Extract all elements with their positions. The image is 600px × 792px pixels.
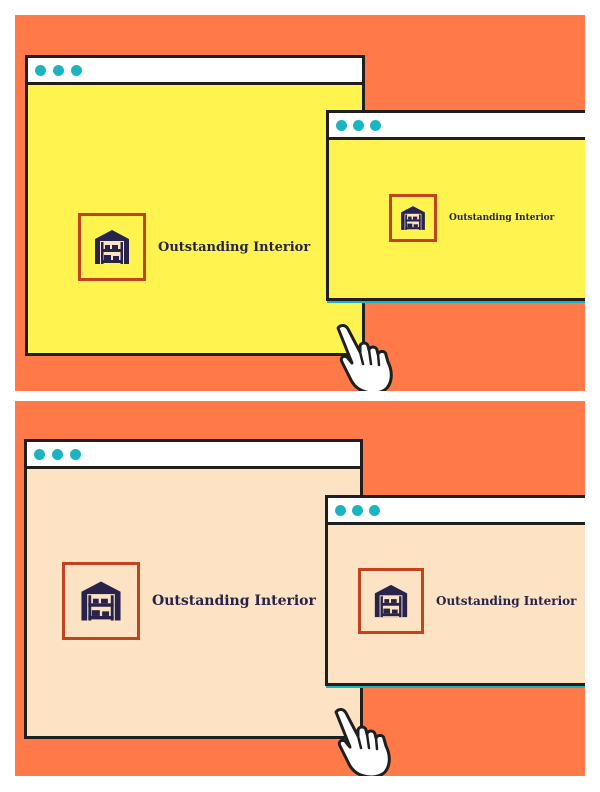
yellow-illustration-panel: Outstanding Interior Outstanding Interio…: [15, 15, 585, 391]
brand-lockup: Outstanding Interior: [389, 194, 554, 242]
window-control-dot[interactable]: [71, 65, 82, 76]
window-control-dot[interactable]: [370, 120, 381, 131]
small-browser-window: Outstanding Interior: [326, 110, 585, 301]
pointing-hand-icon: [328, 706, 404, 776]
brand-name: Outstanding Interior: [449, 213, 555, 223]
logo-frame: [78, 213, 146, 281]
brand-lockup: Outstanding Interior: [62, 562, 316, 640]
window-control-dot[interactable]: [35, 65, 46, 76]
logo-frame: [389, 194, 437, 242]
logo-frame: [358, 568, 424, 634]
warehouse-icon: [92, 227, 132, 267]
large-browser-window: Outstanding Interior: [24, 439, 363, 739]
window-content: Outstanding Interior: [27, 469, 360, 736]
brand-name: Outstanding Interior: [158, 239, 311, 255]
window-control-dot[interactable]: [369, 505, 380, 516]
pointing-hand-icon: [330, 322, 406, 391]
window-content: Outstanding Interior: [28, 85, 362, 353]
window-control-dot[interactable]: [335, 505, 346, 516]
window-control-dot[interactable]: [34, 449, 45, 460]
brand-lockup: Outstanding Interior: [358, 568, 576, 634]
window-content: Outstanding Interior: [328, 525, 585, 683]
window-control-dot[interactable]: [352, 505, 363, 516]
window-control-dot[interactable]: [336, 120, 347, 131]
window-control-dot[interactable]: [52, 449, 63, 460]
warehouse-icon: [399, 204, 427, 232]
window-titlebar: [28, 58, 362, 85]
window-titlebar: [328, 498, 585, 525]
window-control-dot[interactable]: [53, 65, 64, 76]
window-control-dot[interactable]: [70, 449, 81, 460]
logo-frame: [62, 562, 140, 640]
warehouse-icon: [78, 578, 124, 624]
cream-illustration-panel: Outstanding Interior Outstanding Interio…: [15, 401, 585, 776]
brand-name: Outstanding Interior: [152, 593, 316, 609]
small-browser-window: Outstanding Interior: [325, 495, 585, 686]
warehouse-icon: [372, 582, 410, 620]
window-content: Outstanding Interior: [329, 140, 585, 298]
brand-name: Outstanding Interior: [436, 594, 577, 608]
large-browser-window: Outstanding Interior: [25, 55, 365, 356]
brand-lockup: Outstanding Interior: [78, 213, 310, 281]
window-titlebar: [27, 442, 360, 469]
window-control-dot[interactable]: [353, 120, 364, 131]
window-titlebar: [329, 113, 585, 140]
